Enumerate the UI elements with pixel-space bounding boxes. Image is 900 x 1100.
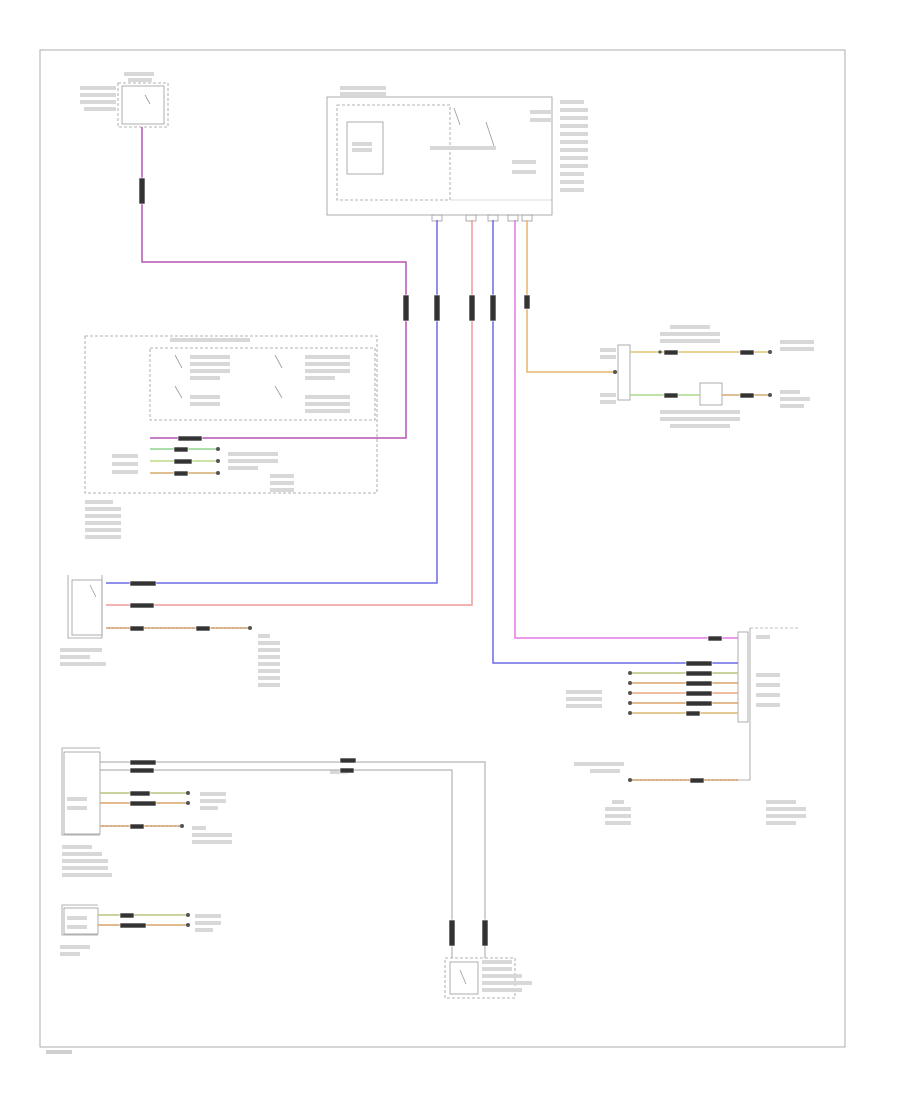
bottom-center-connector — [444, 957, 532, 999]
wire-blue-1 — [106, 220, 438, 584]
steering-switch-block — [84, 335, 378, 539]
wire-gray-1 — [100, 761, 486, 930]
wire-magenta — [514, 220, 738, 639]
wire-violet — [141, 127, 407, 439]
instrument-cluster — [60, 904, 221, 956]
wire-tags — [119, 177, 755, 947]
diagram-frame — [39, 49, 846, 1048]
right-upper-connectors — [600, 325, 814, 428]
terminals — [180, 350, 772, 927]
top-left-sensor — [80, 72, 169, 128]
wire-pink — [106, 220, 473, 606]
wire-gray-2 — [100, 769, 453, 930]
transmission-switch — [60, 575, 280, 687]
right-control-module — [566, 627, 806, 825]
wire-blue-2 — [492, 220, 738, 664]
wire-orange — [526, 220, 618, 373]
bottom-left-module — [61, 747, 348, 877]
top-center-module — [326, 86, 588, 222]
